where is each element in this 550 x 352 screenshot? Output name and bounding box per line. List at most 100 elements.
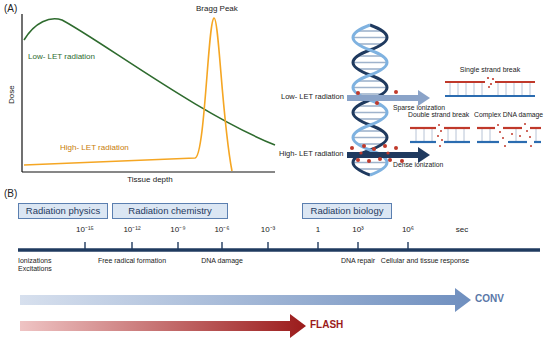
single-strand-break-fragment: [490, 83, 492, 85]
double-strand-break-fragment: [416, 129, 417, 141]
single-strand-break-fragment: [487, 77, 494, 88]
complex-damage-fragment: [526, 130, 528, 132]
complex-damage-fragment: [530, 145, 532, 147]
complex-damage-fragment: [497, 124, 499, 126]
timeline-axis: [18, 242, 540, 250]
damage-label: Complex DNA damage: [474, 111, 543, 119]
complex-damage-fragment: [490, 129, 491, 141]
double-strand-break-fragment: [444, 141, 470, 143]
double-strand-break-fragment: [448, 129, 449, 141]
timeline-axis: [85, 242, 408, 250]
timeline-axis: [221, 242, 222, 250]
radiation-label: High- LET radiation: [279, 150, 343, 159]
stage-box: Radiation chemistry: [112, 203, 228, 219]
double-strand-break-fragment: [416, 129, 464, 141]
dna-helix: [352, 112, 388, 114]
box-text: Radiation chemistry: [128, 206, 211, 216]
sparse-ionization-dots: [394, 90, 398, 94]
single-strand-break-fragment: [492, 78, 494, 80]
double-strand-break-fragment: [410, 127, 436, 129]
peak-label: Bragg Peak: [196, 4, 238, 13]
dna-helix: [358, 168, 382, 170]
dna-helix: [358, 68, 382, 70]
dna-helix: [358, 130, 382, 132]
double-strand-break-fragment: [437, 135, 439, 137]
radiation-label: Low- LET radiation: [281, 93, 344, 102]
unit-label: sec: [456, 225, 468, 234]
axis-title: Tissue depth: [127, 175, 173, 184]
dna-helix: [352, 37, 388, 39]
tick-label: 10⁻³: [261, 225, 276, 234]
double-strand-break-fragment: [456, 129, 457, 141]
double-strand-break-fragment: [437, 124, 443, 147]
complex-damage-fragment: [511, 133, 513, 135]
dense-ionization-dots: [386, 151, 389, 154]
single-strand-break-fragment: [482, 83, 483, 95]
high-let-curve: [24, 18, 232, 171]
high-let-arrow: [347, 147, 430, 163]
complex-damage-fragment: [516, 129, 517, 141]
event-label: DNA repair: [341, 257, 375, 265]
chart-axes: [21, 14, 22, 172]
single-strand-break-fragment: [522, 83, 523, 95]
timeline-axis: [317, 242, 318, 250]
timeline-axis: [18, 248, 540, 252]
event-label: Ionizations Excitations: [18, 257, 66, 273]
complex-damage-fragment: [536, 129, 537, 141]
damage-label: Double strand break: [408, 111, 469, 119]
event-label: Cellular and tissue response: [381, 257, 469, 265]
dense-ionization-dots: [359, 151, 362, 154]
double-strand-break-fragment: [444, 127, 470, 129]
single-strand-break-fragment: [474, 83, 475, 95]
conv-arrow: [20, 288, 471, 312]
complex-damage-fragment: [482, 129, 536, 141]
double-strand-break-fragment: [439, 145, 441, 147]
regime-label: FLASH: [310, 319, 343, 331]
axis-title: Dose: [6, 86, 15, 105]
box-text: Radiation physics: [26, 206, 100, 216]
low-let-curve: [24, 19, 275, 145]
dense-ionization-dots: [383, 144, 387, 148]
single-strand-break-fragment: [488, 86, 490, 88]
dense-ionization-dots: [388, 158, 392, 162]
tick-label: 1: [316, 225, 320, 234]
complex-damage-fragment: [519, 135, 521, 137]
double-strand-break-fragment: [440, 130, 442, 132]
dna-helix: [358, 43, 382, 45]
low-let-curve: [24, 19, 275, 145]
double-strand-break-fragment: [432, 129, 433, 141]
sparse-ionization-dots: [356, 91, 360, 95]
double-strand-break-fragment: [410, 124, 470, 147]
double-strand-break-fragment: [438, 124, 440, 126]
stage-box: Radiation physics: [18, 203, 108, 219]
ionization-label: Dense ionization: [393, 161, 443, 169]
event-label: DNA damage: [201, 257, 243, 265]
complex-damage-fragment: [477, 123, 541, 147]
tick-label: 10⁻⁶: [214, 225, 229, 234]
single-strand-break-fragment: [487, 77, 489, 79]
single-strand-break-fragment: [450, 83, 530, 95]
dna-helix: [358, 55, 382, 57]
complex-damage-fragment: [502, 137, 504, 139]
complex-damage-fragment: [477, 127, 495, 129]
complex-damage-fragment: [482, 129, 483, 141]
dense-ionization-dots: [394, 146, 398, 150]
tick-label: 10³: [352, 225, 364, 234]
tick-label: 10⁻⁹: [170, 225, 185, 234]
single-strand-break-fragment: [506, 83, 507, 95]
sparse-ionization-dots: [375, 101, 379, 105]
timeline-axis: [84, 242, 85, 250]
dense-ionization-dots: [372, 147, 376, 151]
chart-axes: [22, 171, 275, 172]
complex-damage-fragment: [534, 141, 541, 143]
timeline-axis: [357, 242, 358, 250]
single-strand-break-fragment: [466, 83, 467, 95]
dna-helix: [352, 87, 388, 89]
complex-damage-fragment: [497, 123, 532, 147]
complex-damage-fragment: [524, 123, 526, 125]
timeline-axis: [267, 242, 268, 250]
dense-ionization-dots: [356, 158, 360, 162]
conv-arrow: [20, 288, 471, 312]
dense-ionization-dots: [362, 144, 366, 148]
